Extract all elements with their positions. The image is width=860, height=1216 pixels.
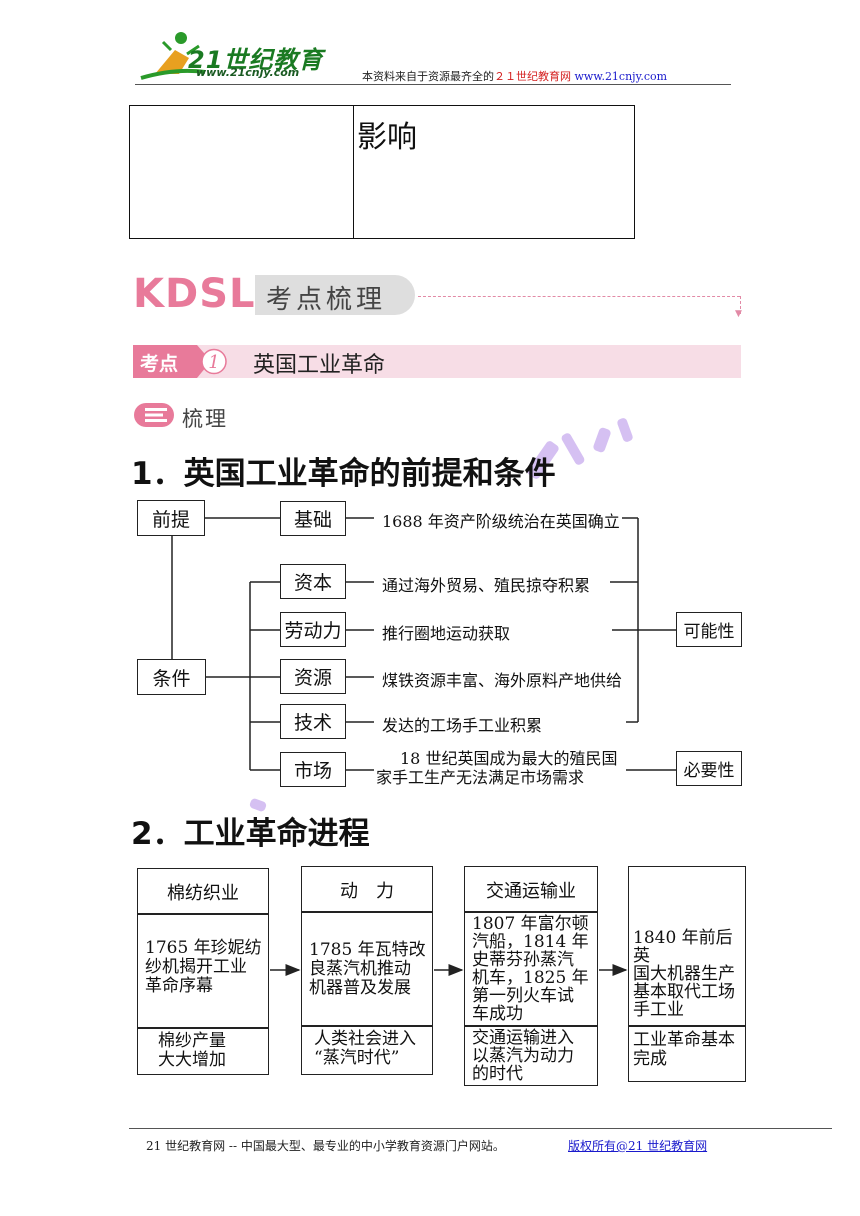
body-line: 基本取代工场 [633, 982, 735, 1002]
banner-dash-line [418, 296, 740, 297]
kaodian-bar [133, 345, 741, 378]
possibility-box: 可能性 [676, 612, 742, 647]
process-column-result: 交通运输进入 以蒸汽为动力 的时代 [472, 1029, 592, 1083]
impact-table-label: 影响 [357, 120, 417, 155]
body-line: 汽船，1814 年 [472, 932, 589, 952]
column-divider [302, 1025, 432, 1027]
body-line: 1807 年富尔顿 [472, 914, 589, 934]
column-divider [629, 1025, 745, 1027]
column-divider [302, 911, 432, 913]
factor-desc-technology: 发达的工场手工业积累 [382, 716, 543, 735]
factor-desc-market: 18 世纪英国成为最大的殖民国 家手工生产无法满足市场需求 [376, 749, 618, 787]
impact-table-divider [353, 105, 354, 239]
kaodian-badge [133, 345, 197, 378]
result-line: 完成 [633, 1049, 667, 1069]
column-divider [138, 913, 268, 915]
body-line: 国大机器生产 [633, 964, 735, 984]
factor-box-market: 市场 [280, 752, 346, 787]
result-line: 大大增加 [158, 1050, 226, 1070]
kaodian-title: 英国工业革命 [253, 353, 386, 378]
factor-desc-basis: 1688 年资产阶级统治在英国确立 [382, 512, 620, 531]
impact-table [129, 105, 635, 239]
column-divider [465, 1025, 597, 1027]
body-line: 纱机揭开工业 [145, 957, 247, 977]
site-logo [140, 32, 206, 80]
process-column-header: 棉纺织业 [167, 883, 239, 904]
result-line: 的时代 [472, 1064, 523, 1084]
factor-desc-capital: 通过海外贸易、殖民掠夺积累 [382, 576, 591, 595]
body-line: 机器普及发展 [309, 978, 411, 998]
body-line: 机车，1825 年 [472, 968, 589, 988]
logo-url: www.21cnjy.com [196, 66, 300, 79]
process-column-textile: 棉纺织业 1765 年珍妮纺 纱机揭开工业 革命序幕 棉纱产量 大大增加 [137, 868, 269, 1075]
process-column-power: 动 力 1785 年瓦特改 良蒸汽机推动 机器普及发展 人类社会进入 “蒸汽时代… [301, 866, 433, 1075]
footer-text: 21 世纪教育网 -- 中国最大型、最专业的中小学教育资源门户网站。 [146, 1139, 505, 1153]
result-line: 工业革命基本 [633, 1030, 735, 1050]
section2-heading: 2．工业革命进程 [131, 816, 370, 852]
chevron-down-icon: ▼ [735, 309, 742, 319]
factor-desc-market-line1: 18 世纪英国成为最大的殖民国 [400, 749, 618, 768]
condition-box: 条件 [137, 659, 206, 695]
process-column-header: 动 力 [340, 881, 394, 902]
process-column-body: 1840 年前后英 国大机器生产 基本取代工场 手工业 [633, 929, 743, 1019]
banner-code: KDSL [133, 271, 256, 317]
process-column-result: 工业革命基本 完成 [633, 1031, 740, 1069]
section1-heading: 1．英国工业革命的前提和条件 [131, 456, 556, 492]
factor-box-basis: 基础 [280, 501, 346, 536]
process-column-completion: 1840 年前后英 国大机器生产 基本取代工场 手工业 工业革命基本 完成 [628, 866, 746, 1082]
banner-title-bg [255, 275, 415, 315]
body-line: 1785 年瓦特改 [309, 940, 426, 960]
footer-copyright-link[interactable]: 版权所有@21 世纪教育网 [568, 1139, 708, 1153]
result-line: 人类社会进入 [314, 1029, 416, 1049]
header-note-url[interactable]: www.21cnjy.com [574, 70, 668, 83]
factor-desc-resource: 煤铁资源丰富、海外原料产地供给 [382, 671, 623, 690]
body-line: 1765 年珍妮纺 [145, 938, 262, 958]
factor-desc-labor: 推行圈地运动获取 [382, 624, 511, 643]
result-line: 以蒸汽为动力 [472, 1046, 574, 1066]
factor-box-labor: 劳动力 [280, 612, 346, 647]
process-column-result: 人类社会进入 “蒸汽时代” [314, 1030, 427, 1068]
column-divider [138, 1027, 268, 1029]
factor-desc-market-line2: 家手工生产无法满足市场需求 [376, 768, 585, 787]
kaodian-number: 1 [208, 352, 219, 373]
result-line: 交通运输进入 [472, 1028, 574, 1048]
body-line: 第一列火车试 [472, 986, 574, 1006]
factor-box-capital: 资本 [280, 564, 346, 599]
body-line: 史蒂芬孙蒸汽 [472, 950, 574, 970]
process-column-transport: 交通运输业 1807 年富尔顿 汽船，1814 年 史蒂芬孙蒸汽 机车，1825… [464, 866, 598, 1086]
body-line: 1840 年前后英 [633, 928, 733, 966]
body-line: 革命序幕 [145, 976, 213, 996]
list-icon [134, 403, 174, 427]
factor-box-resource: 资源 [280, 659, 346, 694]
logo-text: 21世纪教育 [188, 46, 324, 74]
process-column-result: 棉纱产量 大大增加 [158, 1032, 263, 1070]
body-line: 车成功 [472, 1004, 523, 1024]
result-line: “蒸汽时代” [314, 1048, 400, 1068]
necessity-box: 必要性 [676, 751, 742, 786]
banner-title: 考点梳理 [266, 285, 387, 315]
column-divider [465, 911, 597, 913]
body-line: 手工业 [633, 1000, 684, 1020]
process-column-body: 1785 年瓦特改 良蒸汽机推动 机器普及发展 [309, 941, 427, 998]
process-column-body: 1765 年珍妮纺 纱机揭开工业 革命序幕 [145, 939, 263, 996]
process-column-header: 交通运输业 [486, 881, 576, 902]
header-note: 本资料来自于资源最齐全的２１世纪教育网 www.21cnjy.com [362, 68, 667, 84]
kaodian-badge-text: 考点 [140, 353, 179, 375]
result-line: 棉纱产量 [158, 1031, 226, 1051]
header-note-prefix: 本资料来自于资源最齐全的 [362, 70, 494, 83]
kaodian-number-icon: 1 [197, 345, 227, 378]
body-line: 良蒸汽机推动 [309, 959, 411, 979]
process-column-body: 1807 年富尔顿 汽船，1814 年 史蒂芬孙蒸汽 机车，1825 年 第一列… [472, 915, 592, 1023]
footer-rule [129, 1128, 832, 1129]
factor-box-technology: 技术 [280, 704, 346, 739]
header-note-brand: ２１世纪教育网 [494, 70, 571, 83]
shuli-title: 梳理 [182, 407, 228, 431]
header-rule [135, 84, 731, 85]
premise-box: 前提 [137, 500, 205, 536]
banner-dash-end [740, 296, 741, 314]
